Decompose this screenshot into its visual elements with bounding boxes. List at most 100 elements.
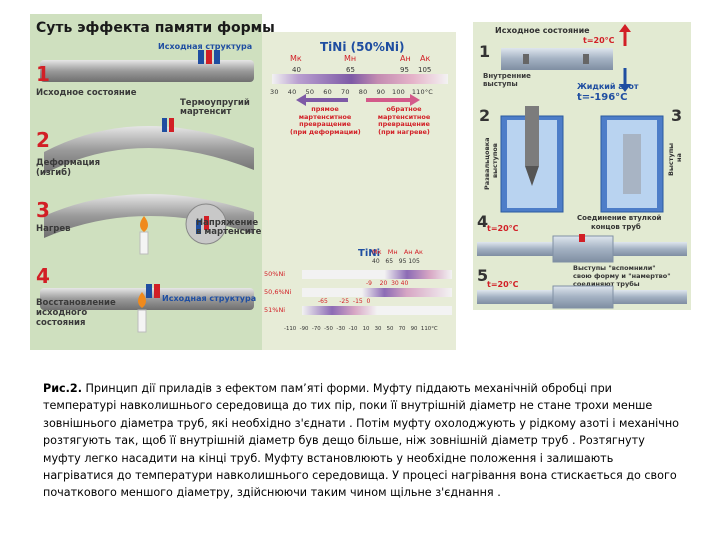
tick: 90 (376, 88, 386, 96)
bt-label: Mк (372, 248, 382, 256)
step-2-label-1: Деформация (36, 158, 101, 168)
pipe-coupling-panel: Исходное состояние t=20°С 1 Внутренние в… (473, 22, 691, 310)
step-3-label: Нагрев (36, 224, 71, 234)
tube-straight (40, 50, 254, 82)
bt-value: 95 (398, 258, 407, 265)
btick: -70 (311, 326, 321, 332)
scale-ticks: 30 40 50 60 70 80 90 100 110°С (270, 88, 433, 96)
temp-value-an: 95 (400, 66, 409, 74)
r2v: -9 (366, 280, 372, 287)
thermo-martensite-label-2: мартенсит (180, 107, 232, 117)
memory-line-2: свою форму и "намертво" (573, 272, 671, 280)
step-2-number: 2 (36, 128, 50, 152)
mid-title: TiNi (50%Ni) (320, 40, 405, 54)
step-1-number: 1 (36, 62, 50, 86)
memory-label: Выступы "вспомнили" свою форму и "намерт… (573, 264, 671, 288)
right-step-5: 5 (477, 266, 489, 285)
tick: 40 (287, 88, 297, 96)
memory-line-1: Выступы "вспомнили" (573, 264, 656, 272)
r3v: -65 (318, 298, 328, 305)
join-label-2: концов труб (591, 223, 641, 231)
temp-label-an: Ан (400, 54, 411, 63)
right-header: Исходное состояние (495, 26, 590, 35)
step-3-number: 3 (36, 198, 50, 222)
step-4-label-2: исходного (36, 308, 88, 318)
direct-line-1: прямое (311, 105, 339, 113)
temp-value-mn: 65 (346, 66, 355, 74)
right-step-4: 4 (477, 212, 489, 231)
reverse-line-2: мартенситное (377, 112, 431, 121)
coupling-final (477, 285, 687, 309)
inner-protrusions-2: выступы (483, 80, 518, 88)
panel-title: Суть эффекта памяти формы (36, 20, 275, 36)
bottom-scale-ticks: -110 -90 -70 -50 -30 -10 10 30 50 70 90 … (284, 326, 438, 332)
removed-label-1: Выступы (667, 142, 675, 176)
tube-bent (44, 118, 254, 174)
tick: 110°С (411, 88, 434, 96)
temp-label-mk: Mк (290, 54, 302, 63)
bt-value: 40 (372, 258, 380, 265)
r3v: -25 (339, 298, 350, 305)
btick: 30 (374, 326, 382, 332)
direct-line-3: превращение (299, 120, 351, 128)
shape-memory-panel: Суть эффекта памяти формы Исходная струк… (30, 14, 275, 350)
row-label-506: 50,6%Ni (264, 288, 292, 296)
r3v: -15 (352, 298, 363, 305)
step-4-number: 4 (36, 264, 50, 288)
stress-label-1: Напряжение (196, 218, 259, 228)
r2v: 20 (379, 280, 388, 287)
bt-label: Ак (414, 248, 423, 256)
temp-label-mn: Mн (344, 54, 357, 63)
r2v: 30 (391, 280, 399, 287)
transformation-bar (272, 74, 448, 84)
bottom-title: TiNi (358, 248, 381, 259)
temp-step-4: t=20°С (487, 224, 519, 233)
tube-restored (40, 284, 254, 333)
bt-label: Mн (387, 248, 398, 256)
join-label-1: Соединение втулкой (577, 214, 662, 222)
btick: 50 (386, 326, 394, 332)
btick: 70 (398, 326, 406, 332)
bottom-temp-labels: Mк Mн Ан Ак (372, 248, 423, 256)
btick: 110°С (420, 326, 438, 332)
row-label-50: 50%Ni (264, 270, 286, 278)
initial-structure-label-top: Исходная структура (158, 42, 253, 51)
tini-transformation-panel: TiNi (50%Ni) Mк Mн Ан Ак 40 65 95 105 30… (262, 32, 456, 350)
tick: 50 (305, 88, 315, 96)
tick: 100 (391, 88, 405, 96)
temp-label-ak: Ак (420, 54, 431, 63)
step-4-label-1: Восстановление (36, 298, 116, 308)
temp-step-5: t=20°С (487, 280, 519, 289)
reverse-line-3: превращение (378, 120, 430, 128)
r2v: 40 (400, 280, 409, 287)
right-step-2: 2 (479, 106, 491, 125)
arrow-down-icon (619, 68, 631, 92)
btick: -90 (299, 326, 309, 332)
bt-value: 65 (385, 258, 394, 265)
coupling-initial (501, 48, 613, 70)
temp-value-mk: 40 (292, 66, 301, 74)
step-4-label-3: состояния (36, 318, 86, 328)
reverse-line-1: обратное (386, 105, 422, 113)
temp-value-ak: 105 (418, 66, 432, 74)
direct-line-4: (при деформации) (290, 127, 361, 136)
expand-label-1: Развальцовка (483, 137, 491, 191)
removed-label-2: на (675, 153, 683, 162)
temp-step-1: t=20°С (583, 36, 615, 45)
nitrogen-label-2: t=-196°С (577, 92, 628, 103)
inner-protrusions-1: Внутренние (483, 72, 531, 80)
reverse-line-4: (при нагреве) (378, 127, 430, 136)
tick: 80 (358, 88, 368, 96)
step-2-label-2: (изгиб) (36, 168, 71, 178)
direct-transformation-text: прямое мартенситное превращение (при деф… (290, 105, 361, 136)
caption-text: Принцип дії приладів з ефектом пам’яті ф… (43, 382, 680, 500)
arrow-up-icon (619, 24, 631, 46)
r3v: 0 (366, 298, 371, 305)
bt-label: Ан (403, 248, 413, 256)
btick: 10 (362, 326, 370, 332)
direct-line-2: мартенситное (298, 112, 352, 121)
tick: 70 (341, 88, 350, 96)
reverse-transformation-text: обратное мартенситное превращение (при н… (372, 105, 436, 136)
btick: -110 (284, 326, 297, 332)
row2-values: -9 20 30 40 (366, 280, 408, 287)
